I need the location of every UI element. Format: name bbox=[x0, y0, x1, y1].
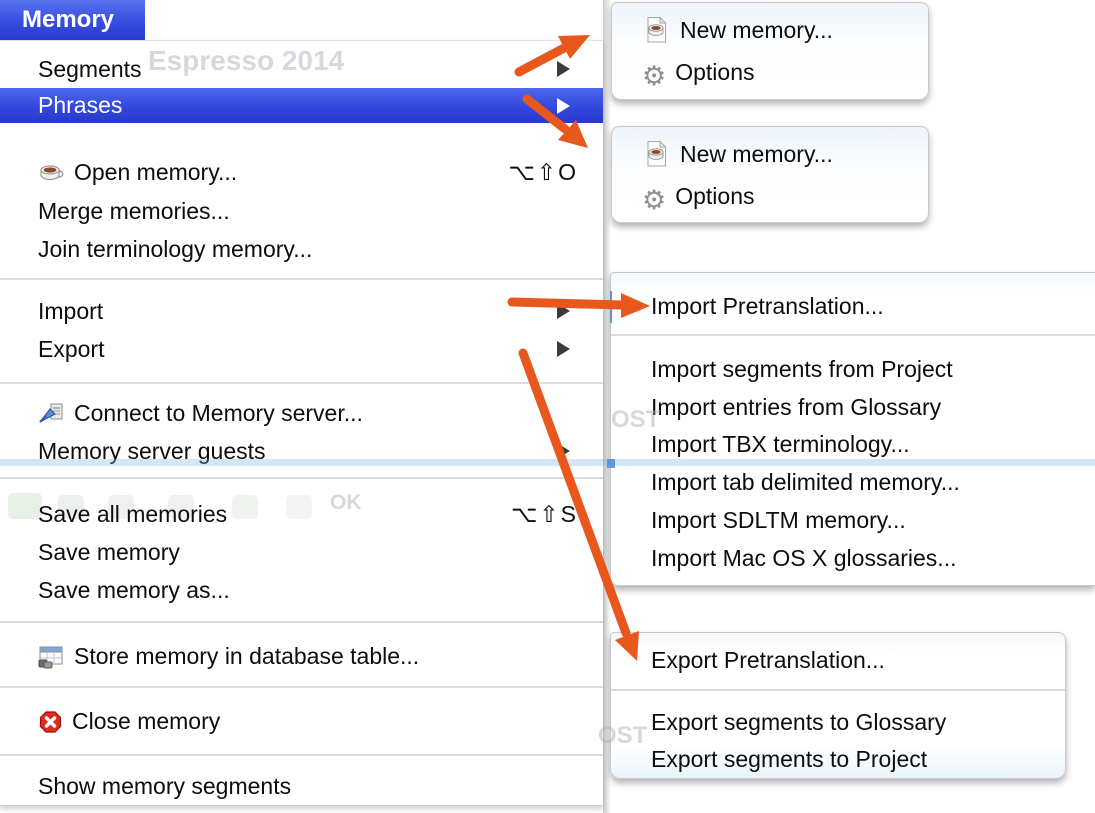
close-memory-icon bbox=[38, 707, 63, 745]
export-submenu-panel: Export Pretranslation... Export segments… bbox=[610, 632, 1066, 779]
bleed-toolbar-blob bbox=[8, 493, 42, 519]
submenu-item-import-entries-from-glossary[interactable]: Import entries from Glossary bbox=[611, 388, 1095, 426]
menu-item-save-all-memories[interactable]: Save all memories ⌥⇧S bbox=[0, 495, 603, 533]
submenu-item-label: Import TBX terminology... bbox=[651, 431, 910, 457]
submenu-item-export-pretranslation[interactable]: Export Pretranslation... bbox=[611, 641, 1065, 679]
bleed-toolbar-blob bbox=[108, 495, 134, 519]
submenu-item-import-sdltm-memory[interactable]: Import SDLTM memory... bbox=[611, 501, 1095, 539]
menu-item-merge-memories[interactable]: Merge memories... bbox=[0, 192, 603, 230]
shortcut-label: ⌥⇧S bbox=[510, 501, 578, 527]
submenu-item-import-tab-delimited-memory[interactable]: Import tab delimited memory... bbox=[611, 463, 1095, 501]
menu-separator bbox=[0, 477, 603, 479]
menubar-item-memory[interactable]: Memory bbox=[0, 0, 145, 40]
bleed-toolbar-blob bbox=[232, 495, 258, 519]
menu-item-memory-server-guests[interactable]: Memory server guests bbox=[0, 432, 603, 470]
menu-item-label: Phrases bbox=[38, 92, 123, 118]
submenu-item-label: Export Pretranslation... bbox=[651, 647, 885, 673]
menu-item-label: Open memory... bbox=[74, 159, 238, 185]
submenu-item-export-segments-to-project[interactable]: Export segments to Project bbox=[611, 740, 1065, 778]
bleed-toolbar-blob bbox=[58, 495, 84, 519]
submenu-item-label: Import Pretranslation... bbox=[651, 293, 884, 319]
submenu-arrow-icon bbox=[557, 443, 570, 459]
submenu-item-options[interactable]: ⚙ Options bbox=[612, 175, 928, 217]
menu-item-join-terminology-memory[interactable]: Join terminology memory... bbox=[0, 230, 603, 268]
submenu-item-label: Export segments to Glossary bbox=[651, 709, 947, 735]
submenu-item-label: Import segments from Project bbox=[651, 356, 953, 382]
submenu-item-new-memory[interactable]: New memory... bbox=[612, 9, 928, 51]
menu-item-label: Memory server guests bbox=[38, 438, 266, 464]
submenu-item-label: Export segments to Project bbox=[651, 746, 928, 772]
submenu-item-new-memory[interactable]: New memory... bbox=[612, 133, 928, 175]
menu-separator bbox=[611, 334, 1095, 336]
menu-item-label: Store memory in database table... bbox=[74, 643, 420, 669]
menu-separator bbox=[611, 689, 1065, 691]
submenu-item-label: Import Mac OS X glossaries... bbox=[651, 545, 957, 571]
menu-item-save-memory-as[interactable]: Save memory as... bbox=[0, 571, 603, 609]
menu-item-label: Save memory as... bbox=[38, 577, 230, 603]
menu-item-label: Merge memories... bbox=[38, 198, 230, 224]
submenu-item-options[interactable]: ⚙ Options bbox=[612, 51, 928, 93]
submenu-item-label: Import SDLTM memory... bbox=[651, 507, 906, 533]
menu-item-label: Segments bbox=[38, 56, 142, 82]
submenu-item-label: New memory... bbox=[680, 141, 833, 167]
memory-server-icon bbox=[38, 399, 65, 437]
submenu-arrow-icon bbox=[557, 341, 570, 357]
segments-submenu-panel: New memory... ⚙ Options bbox=[611, 2, 929, 100]
menu-item-close-memory[interactable]: Close memory bbox=[0, 702, 603, 740]
shortcut-label: ⌥⇧O bbox=[508, 159, 578, 185]
submenu-item-label: Options bbox=[675, 183, 755, 209]
coffee-cup-icon bbox=[38, 158, 65, 196]
menu-item-save-memory[interactable]: Save memory bbox=[0, 533, 603, 571]
bleed-text-lower: OST bbox=[598, 722, 648, 749]
phrases-submenu-panel: New memory... ⚙ Options bbox=[611, 126, 929, 223]
submenu-item-label: Options bbox=[675, 59, 755, 85]
bleed-text-upper: OST bbox=[611, 406, 661, 433]
menu-item-export[interactable]: Export bbox=[0, 330, 603, 368]
menu-separator bbox=[0, 686, 603, 688]
import-submenu-panel: Import Pretranslation... Import segments… bbox=[610, 272, 1095, 586]
submenu-item-import-segments-from-project[interactable]: Import segments from Project bbox=[611, 350, 1095, 388]
panel-shadow-gutter bbox=[603, 0, 610, 813]
menu-separator bbox=[0, 754, 603, 756]
menu-item-label: Show memory segments bbox=[38, 773, 292, 799]
bleed-toolbar-blob bbox=[168, 495, 194, 519]
menu-item-open-memory[interactable]: Open memory... ⌥⇧O bbox=[0, 153, 603, 191]
gear-icon: ⚙ bbox=[642, 61, 667, 91]
menu-item-label: Connect to Memory server... bbox=[74, 400, 363, 426]
menu-item-label: Export bbox=[38, 336, 105, 362]
submenu-item-label: Import tab delimited memory... bbox=[651, 469, 960, 495]
submenu-item-import-mac-osx-glossaries[interactable]: Import Mac OS X glossaries... bbox=[611, 539, 1095, 577]
submenu-arrow-icon bbox=[557, 98, 570, 114]
menu-item-label: Join terminology memory... bbox=[38, 236, 313, 262]
submenu-arrow-icon bbox=[557, 61, 570, 77]
database-table-icon bbox=[38, 642, 65, 680]
submenu-item-label: Import entries from Glossary bbox=[651, 394, 942, 420]
menu-item-label: Save memory bbox=[38, 539, 180, 565]
menu-item-segments[interactable]: Segments bbox=[0, 50, 603, 88]
gear-icon: ⚙ bbox=[642, 185, 667, 215]
menu-item-phrases[interactable]: Phrases bbox=[0, 88, 603, 123]
bleed-ok-text: OK bbox=[330, 491, 362, 514]
menu-separator bbox=[0, 278, 603, 280]
menu-item-label: Save all memories bbox=[38, 501, 228, 527]
bleed-app-title: Espresso 2014 bbox=[148, 45, 345, 76]
menu-separator bbox=[0, 382, 603, 384]
menu-item-label: Close memory bbox=[72, 708, 221, 734]
menu-separator bbox=[0, 621, 603, 623]
submenu-arrow-icon bbox=[557, 303, 570, 319]
menu-item-connect-memory-server[interactable]: Connect to Memory server... bbox=[0, 394, 603, 432]
menu-item-label: Import bbox=[38, 298, 104, 324]
new-memory-icon bbox=[642, 139, 670, 181]
submenu-item-import-tbx-terminology[interactable]: Import TBX terminology... bbox=[611, 425, 1095, 463]
new-memory-icon bbox=[642, 15, 670, 57]
submenu-item-label: New memory... bbox=[680, 17, 833, 43]
submenu-item-export-segments-to-glossary[interactable]: Export segments to Glossary bbox=[611, 703, 1065, 741]
memory-menu-panel: Espresso 2014 OK Segments Phrases Open m… bbox=[0, 40, 603, 806]
bleed-toolbar-blob bbox=[286, 495, 312, 519]
menu-item-import[interactable]: Import bbox=[0, 292, 603, 330]
menu-item-show-memory-segments[interactable]: Show memory segments bbox=[0, 767, 603, 805]
menu-item-store-memory-database[interactable]: Store memory in database table... bbox=[0, 637, 603, 675]
submenu-item-import-pretranslation[interactable]: Import Pretranslation... bbox=[611, 287, 1095, 325]
